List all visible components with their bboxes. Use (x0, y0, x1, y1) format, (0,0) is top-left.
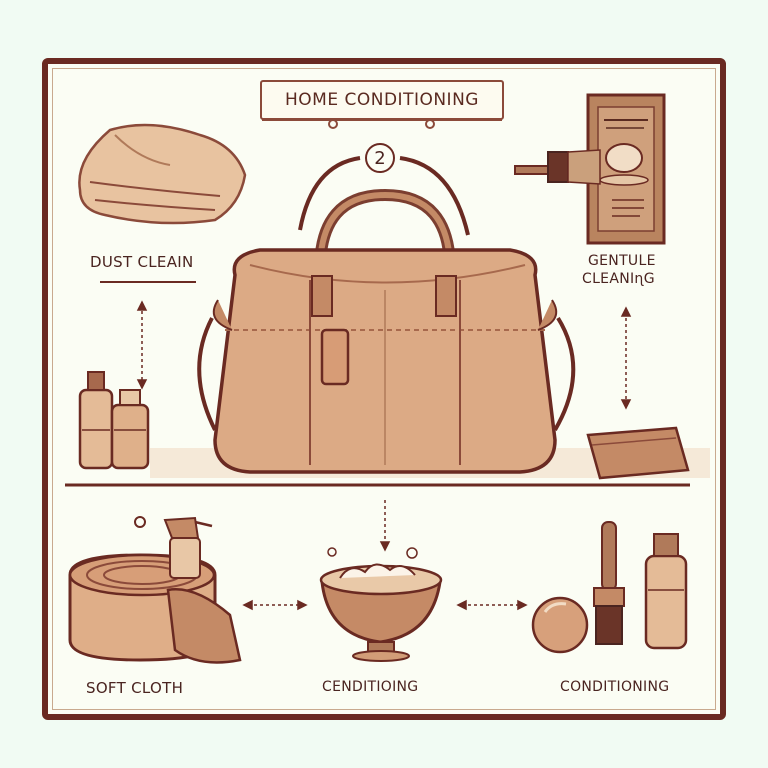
conditioning-label: CONDITIONING (560, 679, 670, 695)
bowl-icon (319, 547, 443, 662)
title-connector (262, 119, 502, 129)
dust-clean-arrow (136, 300, 148, 390)
spray-bottle-icon (134, 516, 213, 579)
dust-clean-label: DUST CLEAIN (90, 253, 194, 271)
handbag-icon (197, 188, 576, 474)
folded-towel-icon (78, 123, 247, 225)
soft-cloth-arrow (242, 599, 308, 611)
conditioning-arrow (456, 599, 528, 611)
brush-icon-small (593, 521, 625, 645)
bottle-icon-small (110, 389, 150, 470)
ball-icon (531, 596, 589, 654)
step-arc (298, 156, 470, 236)
bottle-icon (78, 371, 114, 470)
gentle-cleaning-label-line2: CLEANIɳG (582, 271, 655, 287)
gentle-cleaning-arrow (620, 306, 632, 410)
bottle-icon-large (644, 533, 688, 650)
soft-cloth-label: SOFT CLOTH (86, 679, 184, 697)
gentle-cleaning-label-line1: GENTULE (588, 253, 656, 269)
folded-cloth-icon (586, 426, 690, 480)
cloth-roll-icon (68, 553, 242, 664)
step-number-badge: 2 (365, 143, 395, 173)
page-title: HOME CONDITIONING (285, 90, 479, 110)
cenditioing-label: CENDITIOING (322, 679, 419, 695)
brush-icon (514, 149, 601, 185)
title-box: HOME CONDITIONING (260, 80, 504, 120)
center-arrow (379, 500, 391, 552)
